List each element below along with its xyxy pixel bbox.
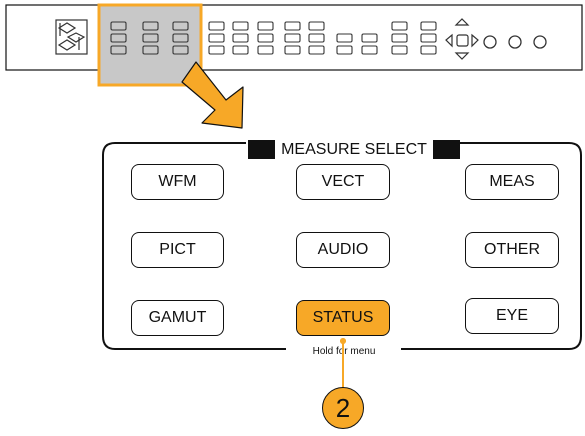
audio-label: AUDIO xyxy=(317,241,369,258)
panel-key-14 xyxy=(232,45,249,55)
wfm-button[interactable]: WFM xyxy=(131,164,224,200)
panel-key-23 xyxy=(308,45,325,55)
panel-key-20 xyxy=(284,45,301,55)
panel-key-3 xyxy=(142,21,159,31)
panel-key-30 xyxy=(391,45,408,55)
callout-marker: 2 xyxy=(322,387,364,429)
panel-key-6 xyxy=(172,21,189,31)
panel-key-13 xyxy=(232,33,249,43)
hold-for-menu-hint: Hold for menu xyxy=(289,346,399,358)
vect-label: VECT xyxy=(321,173,365,190)
vect-button[interactable]: VECT xyxy=(296,164,390,200)
wfm-label: WFM xyxy=(158,173,197,190)
status-button[interactable]: STATUS xyxy=(296,300,390,336)
callout-number: 2 xyxy=(335,392,351,423)
panel-key-5 xyxy=(142,45,159,55)
eye-label: EYE xyxy=(495,307,528,324)
pict-label: PICT xyxy=(159,241,196,258)
arrow-pad-icon xyxy=(445,18,479,60)
status-label: STATUS xyxy=(312,309,374,326)
panel-key-2 xyxy=(110,45,127,55)
panel-key-7 xyxy=(172,33,189,43)
panel-key-29 xyxy=(391,33,408,43)
panel-key-19 xyxy=(284,33,301,43)
measure-select-title-bar: MEASURE SELECT xyxy=(248,140,460,159)
view-mode-icon xyxy=(55,19,88,55)
panel-key-24 xyxy=(336,33,353,43)
leader-dot xyxy=(340,338,346,344)
panel-key-12 xyxy=(232,21,249,31)
highlight-region xyxy=(97,3,203,87)
panel-key-31 xyxy=(420,21,437,31)
panel-key-0 xyxy=(110,21,127,31)
panel-key-15 xyxy=(257,21,274,31)
panel-key-33 xyxy=(420,45,437,55)
front-panel-overview xyxy=(5,3,583,87)
measure-select-title: MEASURE SELECT xyxy=(275,140,433,159)
panel-key-28 xyxy=(391,21,408,31)
panel-key-8 xyxy=(172,45,189,55)
panel-key-21 xyxy=(308,21,325,31)
panel-key-17 xyxy=(257,45,274,55)
gamut-label: GAMUT xyxy=(148,309,207,326)
panel-key-32 xyxy=(420,33,437,43)
other-label: OTHER xyxy=(484,241,540,258)
panel-key-27 xyxy=(361,45,378,55)
panel-key-4 xyxy=(142,33,159,43)
panel-key-10 xyxy=(208,33,225,43)
panel-key-9 xyxy=(208,21,225,31)
round-knobs xyxy=(483,35,547,49)
meas-button[interactable]: MEAS xyxy=(465,164,559,200)
panel-key-25 xyxy=(336,45,353,55)
panel-key-22 xyxy=(308,33,325,43)
audio-button[interactable]: AUDIO xyxy=(296,232,390,268)
gamut-button[interactable]: GAMUT xyxy=(131,300,224,336)
panel-key-18 xyxy=(284,21,301,31)
panel-key-11 xyxy=(208,45,225,55)
eye-button[interactable]: EYE xyxy=(465,298,559,334)
zoom-arrow-icon xyxy=(181,61,244,129)
panel-key-1 xyxy=(110,33,127,43)
panel-key-26 xyxy=(361,33,378,43)
meas-label: MEAS xyxy=(489,173,535,190)
panel-key-grid xyxy=(110,21,437,55)
panel-key-16 xyxy=(257,33,274,43)
pict-button[interactable]: PICT xyxy=(131,232,224,268)
other-button[interactable]: OTHER xyxy=(465,232,559,268)
